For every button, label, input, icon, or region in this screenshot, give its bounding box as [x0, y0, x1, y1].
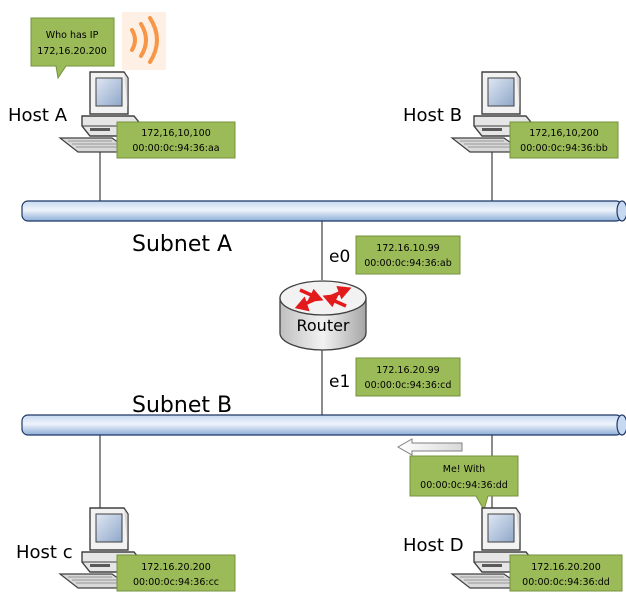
- host-c-address-box: [116, 554, 236, 592]
- e0-label: e0: [329, 247, 350, 267]
- request-line-1: Who has IP: [46, 30, 99, 41]
- host-d: Host D 172.16.20.200 00:00:0c:94:36:dd: [403, 507, 623, 592]
- arp-reply-callout: Me! With 00:00:0c:94:36:dd: [409, 455, 519, 512]
- host-a-address-box: [116, 121, 236, 159]
- e1-address-box: [355, 357, 461, 397]
- reply-line-1: Me! With: [443, 464, 485, 475]
- arp-request-callout: Who has IP 172,16.20.200: [30, 17, 115, 80]
- host-a-name: Host A: [8, 105, 68, 126]
- host-b: Host B 172,16,10,200 00:00:0c:94:36:bb: [403, 71, 619, 159]
- subnet-b-cable: [21, 414, 626, 436]
- host-b-address-box: [509, 121, 619, 159]
- request-line-2: 172,16.20.200: [37, 46, 107, 57]
- host-b-mac: 00:00:0c:94:36:bb: [520, 143, 608, 154]
- host-b-ip: 172,16,10,200: [529, 128, 599, 139]
- reply-arrow-icon: [396, 438, 463, 456]
- host-a-mac: 00:00:0c:94:36:aa: [132, 143, 219, 154]
- e1-mac: 00:00:0c:94:36:cd: [365, 380, 452, 391]
- e1-ip: 172.16.20.99: [376, 365, 439, 376]
- host-c: Host c 172.16.20.200 00:00:0c:94:36:cc: [16, 507, 236, 592]
- host-a-ip: 172,16,10,100: [141, 128, 211, 139]
- host-d-ip: 172.16.20.200: [531, 562, 601, 573]
- host-c-mac: 00:00:0c:94:36:cc: [133, 577, 219, 588]
- host-a: Host A 172,16,10,100 00:00:0c:94:36:aa: [8, 71, 236, 159]
- host-b-name: Host B: [403, 105, 462, 126]
- host-d-name: Host D: [403, 535, 464, 556]
- e0-address-box: [355, 235, 461, 275]
- e0-ip: 172.16.10.99: [376, 243, 439, 254]
- broadcast-signal-icon: [122, 12, 166, 70]
- e1-label: e1: [329, 372, 350, 392]
- subnet-b-label: Subnet B: [132, 393, 232, 418]
- host-d-mac: 00:00:0c:94:36:dd: [522, 577, 610, 588]
- host-c-ip: 172.16.20.200: [141, 562, 211, 573]
- host-d-address-box: [509, 554, 623, 592]
- router: e0 172.16.10.99 00:00:0c:94:36:ab Router…: [279, 235, 461, 397]
- router-icon: Router: [279, 280, 367, 351]
- subnet-a-cable: [21, 200, 626, 222]
- reply-line-2: 00:00:0c:94:36:dd: [420, 480, 508, 491]
- host-c-name: Host c: [16, 542, 73, 563]
- e0-mac: 00:00:0c:94:36:ab: [364, 258, 451, 269]
- subnet-a-label: Subnet A: [132, 232, 232, 257]
- router-label: Router: [296, 316, 349, 335]
